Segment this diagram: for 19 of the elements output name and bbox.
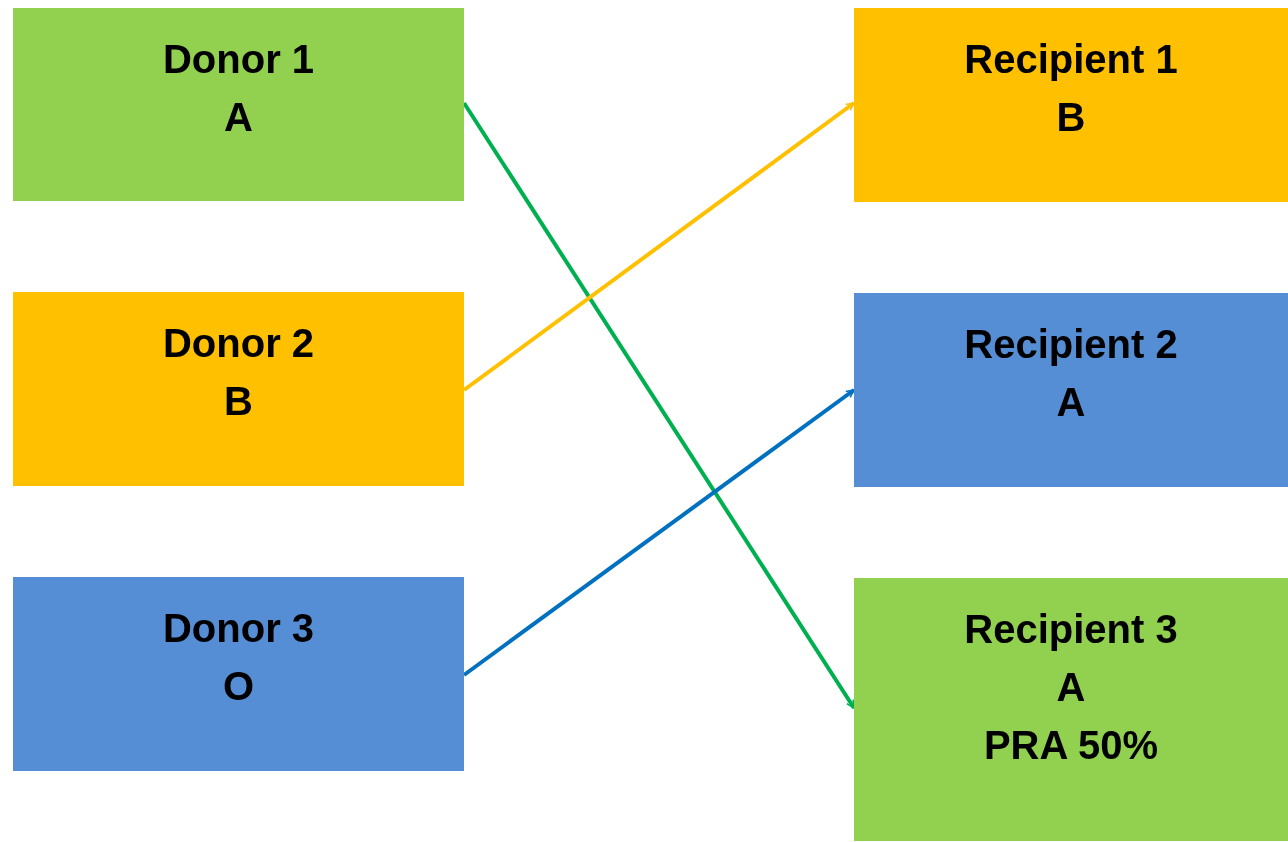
node-label: Donor 1 — [162, 36, 315, 83]
node-label: O — [222, 663, 255, 710]
node-label: A — [1056, 664, 1086, 711]
process-box — [13, 8, 464, 201]
node-label: PRA 50% — [983, 722, 1159, 769]
node-label: A — [1056, 379, 1086, 426]
process-box — [13, 577, 464, 771]
node-label: A — [224, 94, 253, 141]
node-label: B — [224, 378, 253, 425]
process-box — [854, 578, 1288, 841]
node-label: Donor 2 — [162, 320, 315, 367]
node-label: B — [1056, 94, 1086, 141]
node-label: Recipient 3 — [964, 606, 1178, 653]
process-box — [13, 292, 464, 486]
process-box — [854, 293, 1288, 487]
node-label: Recipient 2 — [964, 321, 1178, 368]
node-label: Donor 3 — [162, 605, 315, 652]
node-label: Recipient 1 — [964, 36, 1178, 83]
process-box — [854, 8, 1288, 202]
